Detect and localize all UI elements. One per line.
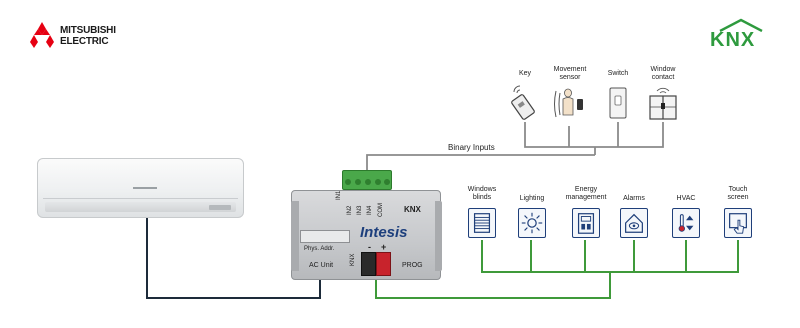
key-card-icon — [511, 85, 535, 120]
switch-icon — [609, 87, 627, 119]
knx-device-label: HVAC — [676, 195, 696, 202]
touch-screen-icon — [729, 213, 747, 234]
phys-addr-window — [300, 230, 350, 243]
knx-device-label: Lighting — [519, 195, 545, 202]
lighting-icon — [521, 212, 543, 234]
ac-unit-label: AC Unit — [309, 262, 334, 269]
terminal-label-in1: IN1 — [336, 190, 342, 200]
mitsubishi-text-line2: ELECTRIC — [60, 36, 109, 47]
hvac-icon — [678, 214, 694, 232]
knx-device-label: Energy management — [565, 186, 607, 201]
knx-device-label: Windows blinds — [467, 186, 497, 201]
gateway-knx-badge: KNX — [404, 205, 421, 214]
knx-device-energy: Energy management — [558, 186, 614, 242]
intesis-wordmark: Intesis — [360, 224, 408, 241]
binary-input-cable — [366, 154, 595, 178]
binary-inputs-label: Binary Inputs — [448, 143, 495, 152]
knx-device-lighting: Lighting — [510, 186, 554, 242]
knx-device-label: Alarms — [623, 195, 645, 202]
knx-arc-icon — [719, 18, 763, 32]
knx-device-touch-screen: Touch screen — [716, 186, 760, 242]
binary-device-label: Movement sensor — [553, 66, 587, 81]
binary-input-terminal-block — [342, 170, 392, 190]
knx-device-alarms: Alarms — [612, 186, 656, 242]
terminal-label-in2: IN2 — [347, 205, 353, 215]
terminal-label-com: COM — [378, 203, 384, 217]
knx-logo-text: KNX — [710, 29, 756, 51]
terminal-screws-icon — [345, 179, 390, 185]
binary-device-label: Window contact — [650, 66, 676, 81]
prog-label: PROG — [402, 262, 423, 269]
knx-plus-label: + — [381, 242, 387, 252]
energy-meter-icon — [577, 213, 595, 234]
knx-device-blinds: Windows blinds — [460, 186, 504, 242]
knx-terminal-plus — [376, 252, 391, 276]
binary-device-switch: Switch — [600, 70, 636, 124]
knx-device-hvac: HVAC — [664, 186, 708, 242]
knx-terminal-minus — [361, 252, 376, 276]
terminal-label-in4: IN4 — [367, 205, 373, 215]
mitsubishi-text-line1: MITSUBISHI — [60, 25, 116, 36]
ac-indoor-unit — [37, 158, 244, 218]
gateway-brand: Intesis — [360, 224, 432, 246]
binary-device-label: Switch — [607, 70, 629, 77]
binary-device-key: Key — [505, 70, 545, 124]
ac-cable — [146, 212, 321, 299]
binary-device-window-contact: Window contact — [640, 66, 686, 124]
phys-addr-label: Phys. Addr. — [304, 246, 335, 252]
mitsubishi-diamonds-icon — [30, 22, 54, 48]
mitsubishi-logo: MITSUBISHI ELECTRIC — [28, 22, 138, 50]
blinds-icon — [473, 213, 491, 233]
knx-device-bus — [481, 240, 739, 273]
knx-logo: KNX — [706, 18, 776, 54]
knx-port-label: KNX — [350, 253, 356, 266]
binary-device-movement-sensor: Movement sensor — [546, 66, 594, 126]
knx-bus-cable — [375, 272, 611, 299]
binary-device-label: Key — [518, 70, 532, 77]
alarm-icon — [625, 213, 643, 233]
knx-device-label: Touch screen — [727, 186, 749, 201]
binary-bus — [524, 122, 664, 155]
knx-minus-label: - — [368, 242, 371, 252]
movement-sensor-icon — [554, 88, 583, 118]
terminal-label-in3: IN3 — [357, 205, 363, 215]
window-contact-icon — [649, 87, 677, 120]
